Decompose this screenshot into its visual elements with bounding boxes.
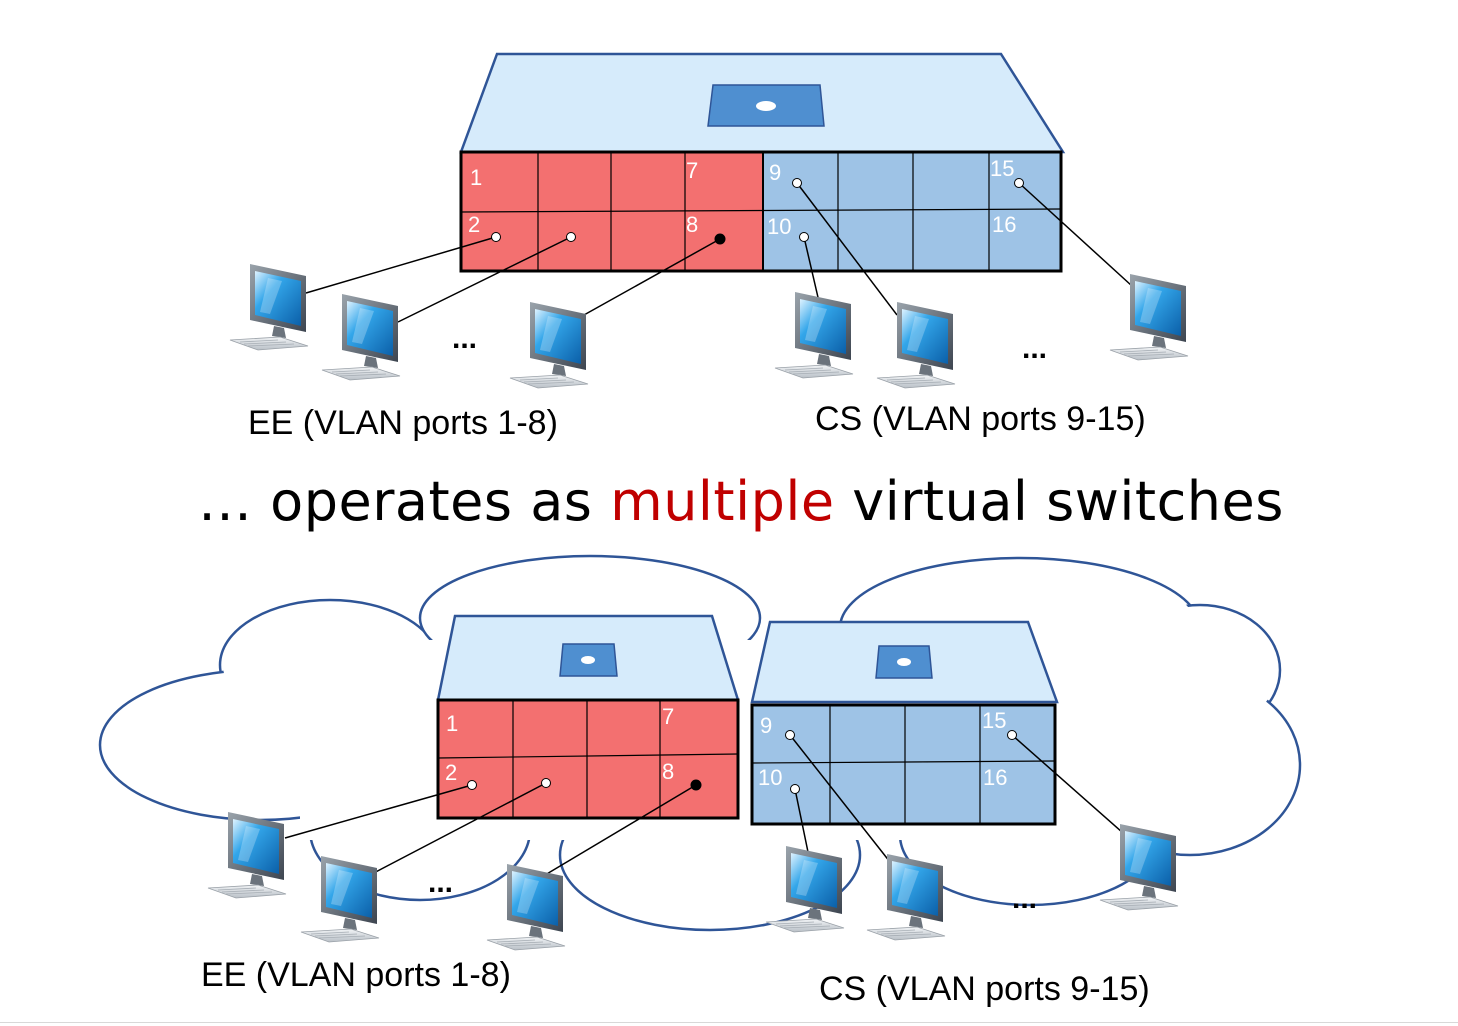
bottom-ee-ellipsis: ... [428, 866, 453, 899]
cs-port-block [763, 152, 1061, 271]
port-label-8: 8 [662, 759, 674, 784]
top-cs-ellipsis: ... [1022, 332, 1047, 365]
top-cs-caption: CS (VLAN ports 9-15) [815, 400, 1146, 438]
computer-icon [229, 263, 309, 351]
port-label-10: 10 [767, 214, 791, 239]
port-label-1: 1 [470, 165, 482, 190]
computer-icon [509, 301, 589, 389]
port-label-9: 9 [760, 713, 772, 738]
port-label-1: 1 [446, 711, 458, 736]
page-divider [0, 1022, 1458, 1023]
port-label-10: 10 [758, 765, 782, 790]
top-cables [305, 182, 1133, 323]
computer-icon [1109, 273, 1189, 361]
top-ee-ellipsis: ... [452, 322, 477, 355]
port-label-16: 16 [992, 212, 1016, 237]
bottom-cables [284, 734, 1123, 879]
bottom-port-dots [467, 730, 1017, 794]
computer-icon [876, 301, 956, 389]
bottom-cs-ellipsis: ... [1012, 882, 1037, 915]
computer-icon [300, 855, 380, 943]
headline-after: virtual switches [834, 470, 1284, 533]
ee-virtual-switch: 1 2 7 8 [436, 614, 740, 820]
port-label-15: 15 [982, 708, 1006, 733]
port-label-2: 2 [468, 212, 480, 237]
physical-switch: 1 2 7 8 9 10 15 16 [459, 52, 1066, 273]
computer-icon [321, 293, 401, 381]
port-label-16: 16 [983, 765, 1007, 790]
port-label-7: 7 [686, 158, 698, 183]
port-label-9: 9 [769, 160, 781, 185]
bottom-ee-caption: EE (VLAN ports 1-8) [201, 956, 511, 994]
bottom-cs-caption: CS (VLAN ports 9-15) [819, 970, 1150, 1008]
port-label-8: 8 [686, 212, 698, 237]
headline-highlight: multiple [610, 470, 835, 533]
top-port-dots [491, 178, 1024, 245]
port-label-15: 15 [990, 156, 1014, 181]
computer-icon [866, 853, 946, 941]
computer-icon [207, 811, 287, 899]
cs-virtual-switch: 9 10 15 16 [750, 620, 1059, 826]
port-label-7: 7 [662, 704, 674, 729]
headline: … operates as multiple virtual switches [198, 470, 1284, 533]
port-label-2: 2 [445, 760, 457, 785]
computer-icon [774, 291, 854, 379]
headline-before: … operates as [198, 470, 611, 533]
top-ee-caption: EE (VLAN ports 1-8) [248, 404, 558, 442]
